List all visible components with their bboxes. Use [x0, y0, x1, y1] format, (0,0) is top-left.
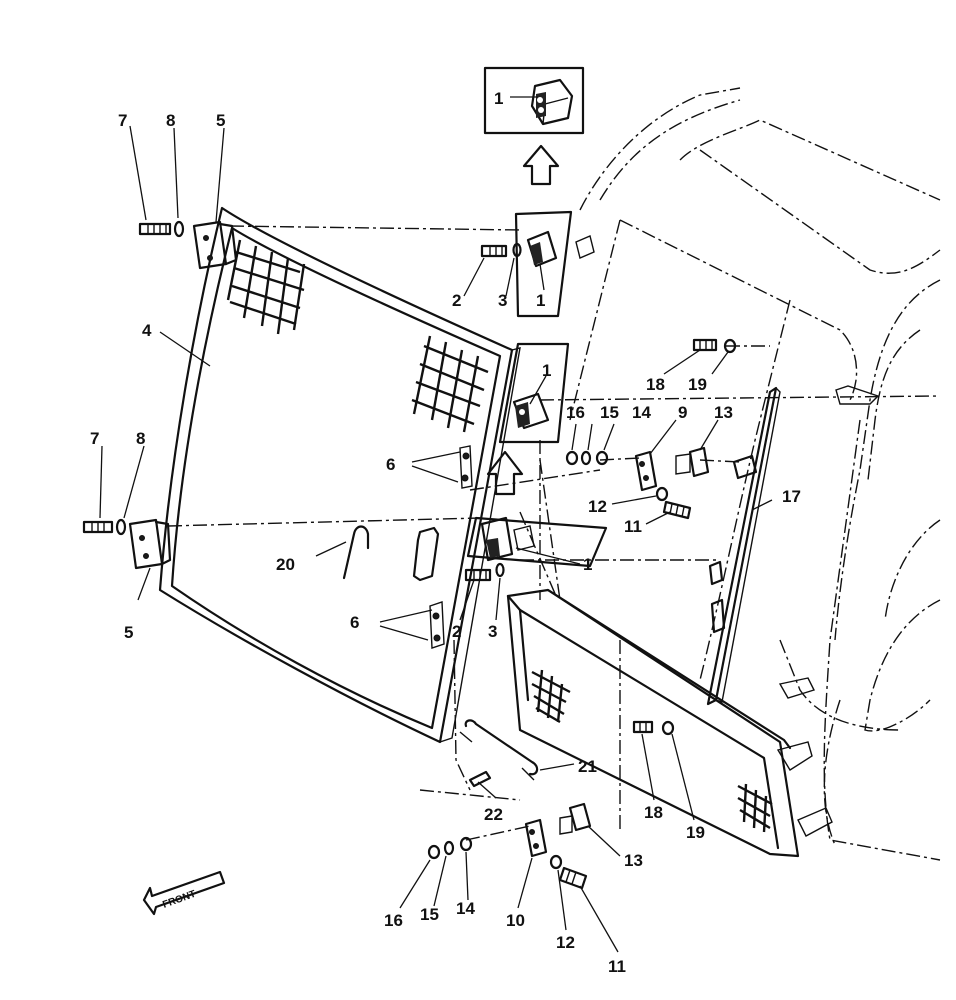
callout-5-lower: 5 — [124, 623, 133, 642]
callout-labels: 1 1 1 1 2 2 3 3 4 5 5 6 6 7 7 8 8 9 10 1… — [90, 89, 801, 976]
arrow-up-middle — [486, 450, 524, 496]
upper-hinge — [138, 220, 238, 270]
callout-3-lower: 3 — [488, 622, 497, 641]
callout-19-lower: 19 — [686, 823, 705, 842]
callout-2-upper: 2 — [452, 291, 461, 310]
clip — [468, 770, 492, 788]
callout-16-upper: 16 — [566, 403, 585, 422]
callout-6-lower: 6 — [350, 613, 359, 632]
callout-1-inset: 1 — [494, 89, 503, 108]
mesh-panel-lower — [411, 335, 489, 433]
front-label: FRONT — [161, 889, 197, 911]
detail-inset-top — [483, 66, 585, 135]
callout-8-lower: 8 — [136, 429, 145, 448]
callout-17: 17 — [782, 487, 801, 506]
callout-11-upper: 11 — [624, 517, 642, 536]
bolt-washer-lower — [464, 562, 505, 582]
callout-6-upper: 6 — [386, 455, 395, 474]
lock-assembly-upper — [565, 338, 737, 520]
callout-2-lower: 2 — [452, 622, 461, 641]
callout-1-lower: 1 — [583, 555, 592, 574]
mesh-panel-upper — [226, 239, 306, 335]
callout-21: 21 — [578, 757, 597, 776]
leader-lines — [99, 96, 773, 953]
callout-1-middle: 1 — [542, 361, 551, 380]
callout-5-upper: 5 — [216, 111, 225, 130]
callout-7-lower: 7 — [90, 429, 99, 448]
lower-panel — [506, 588, 800, 858]
support-rod — [464, 719, 539, 776]
callout-7-upper: 7 — [118, 111, 127, 130]
vertical-rail — [706, 386, 781, 706]
callout-1-upper: 1 — [536, 291, 545, 310]
callout-12-upper: 12 — [588, 497, 607, 516]
front-direction-arrow: FRONT — [142, 870, 226, 916]
detail-bracket-lower — [466, 516, 608, 568]
callout-19-upper: 19 — [688, 375, 707, 394]
detail-bracket-upper — [514, 210, 595, 318]
callout-10: 10 — [506, 911, 525, 930]
callout-14-upper: 14 — [632, 403, 651, 422]
bolt-washer-upper — [480, 242, 522, 258]
front-guard-screen — [158, 206, 521, 744]
arrow-up-top — [522, 144, 560, 186]
cab-outline — [569, 87, 941, 861]
panel-mesh-left — [531, 669, 571, 724]
lock-assembly-lower — [427, 720, 675, 890]
detail-inset-middle — [498, 342, 570, 444]
callout-22: 22 — [484, 805, 503, 824]
callout-15-upper: 15 — [600, 403, 619, 422]
callout-4: 4 — [142, 321, 152, 340]
screen-handle — [412, 526, 440, 582]
callout-13-upper: 13 — [714, 403, 733, 422]
callout-15-lower: 15 — [420, 905, 439, 924]
callout-11-lower: 11 — [608, 957, 626, 976]
lower-hinge — [82, 518, 172, 570]
callout-8-upper: 8 — [166, 111, 175, 130]
callout-12-lower: 12 — [556, 933, 575, 952]
callout-14-lower: 14 — [456, 899, 475, 918]
callout-20: 20 — [276, 555, 295, 574]
callout-3-upper: 3 — [498, 291, 507, 310]
callout-13-lower: 13 — [624, 851, 643, 870]
callout-16-lower: 16 — [384, 911, 403, 930]
callout-18-lower: 18 — [644, 803, 663, 822]
pin — [342, 525, 370, 580]
panel-mesh-right — [737, 783, 773, 833]
callout-18-upper: 18 — [646, 375, 665, 394]
callout-9: 9 — [678, 403, 687, 422]
